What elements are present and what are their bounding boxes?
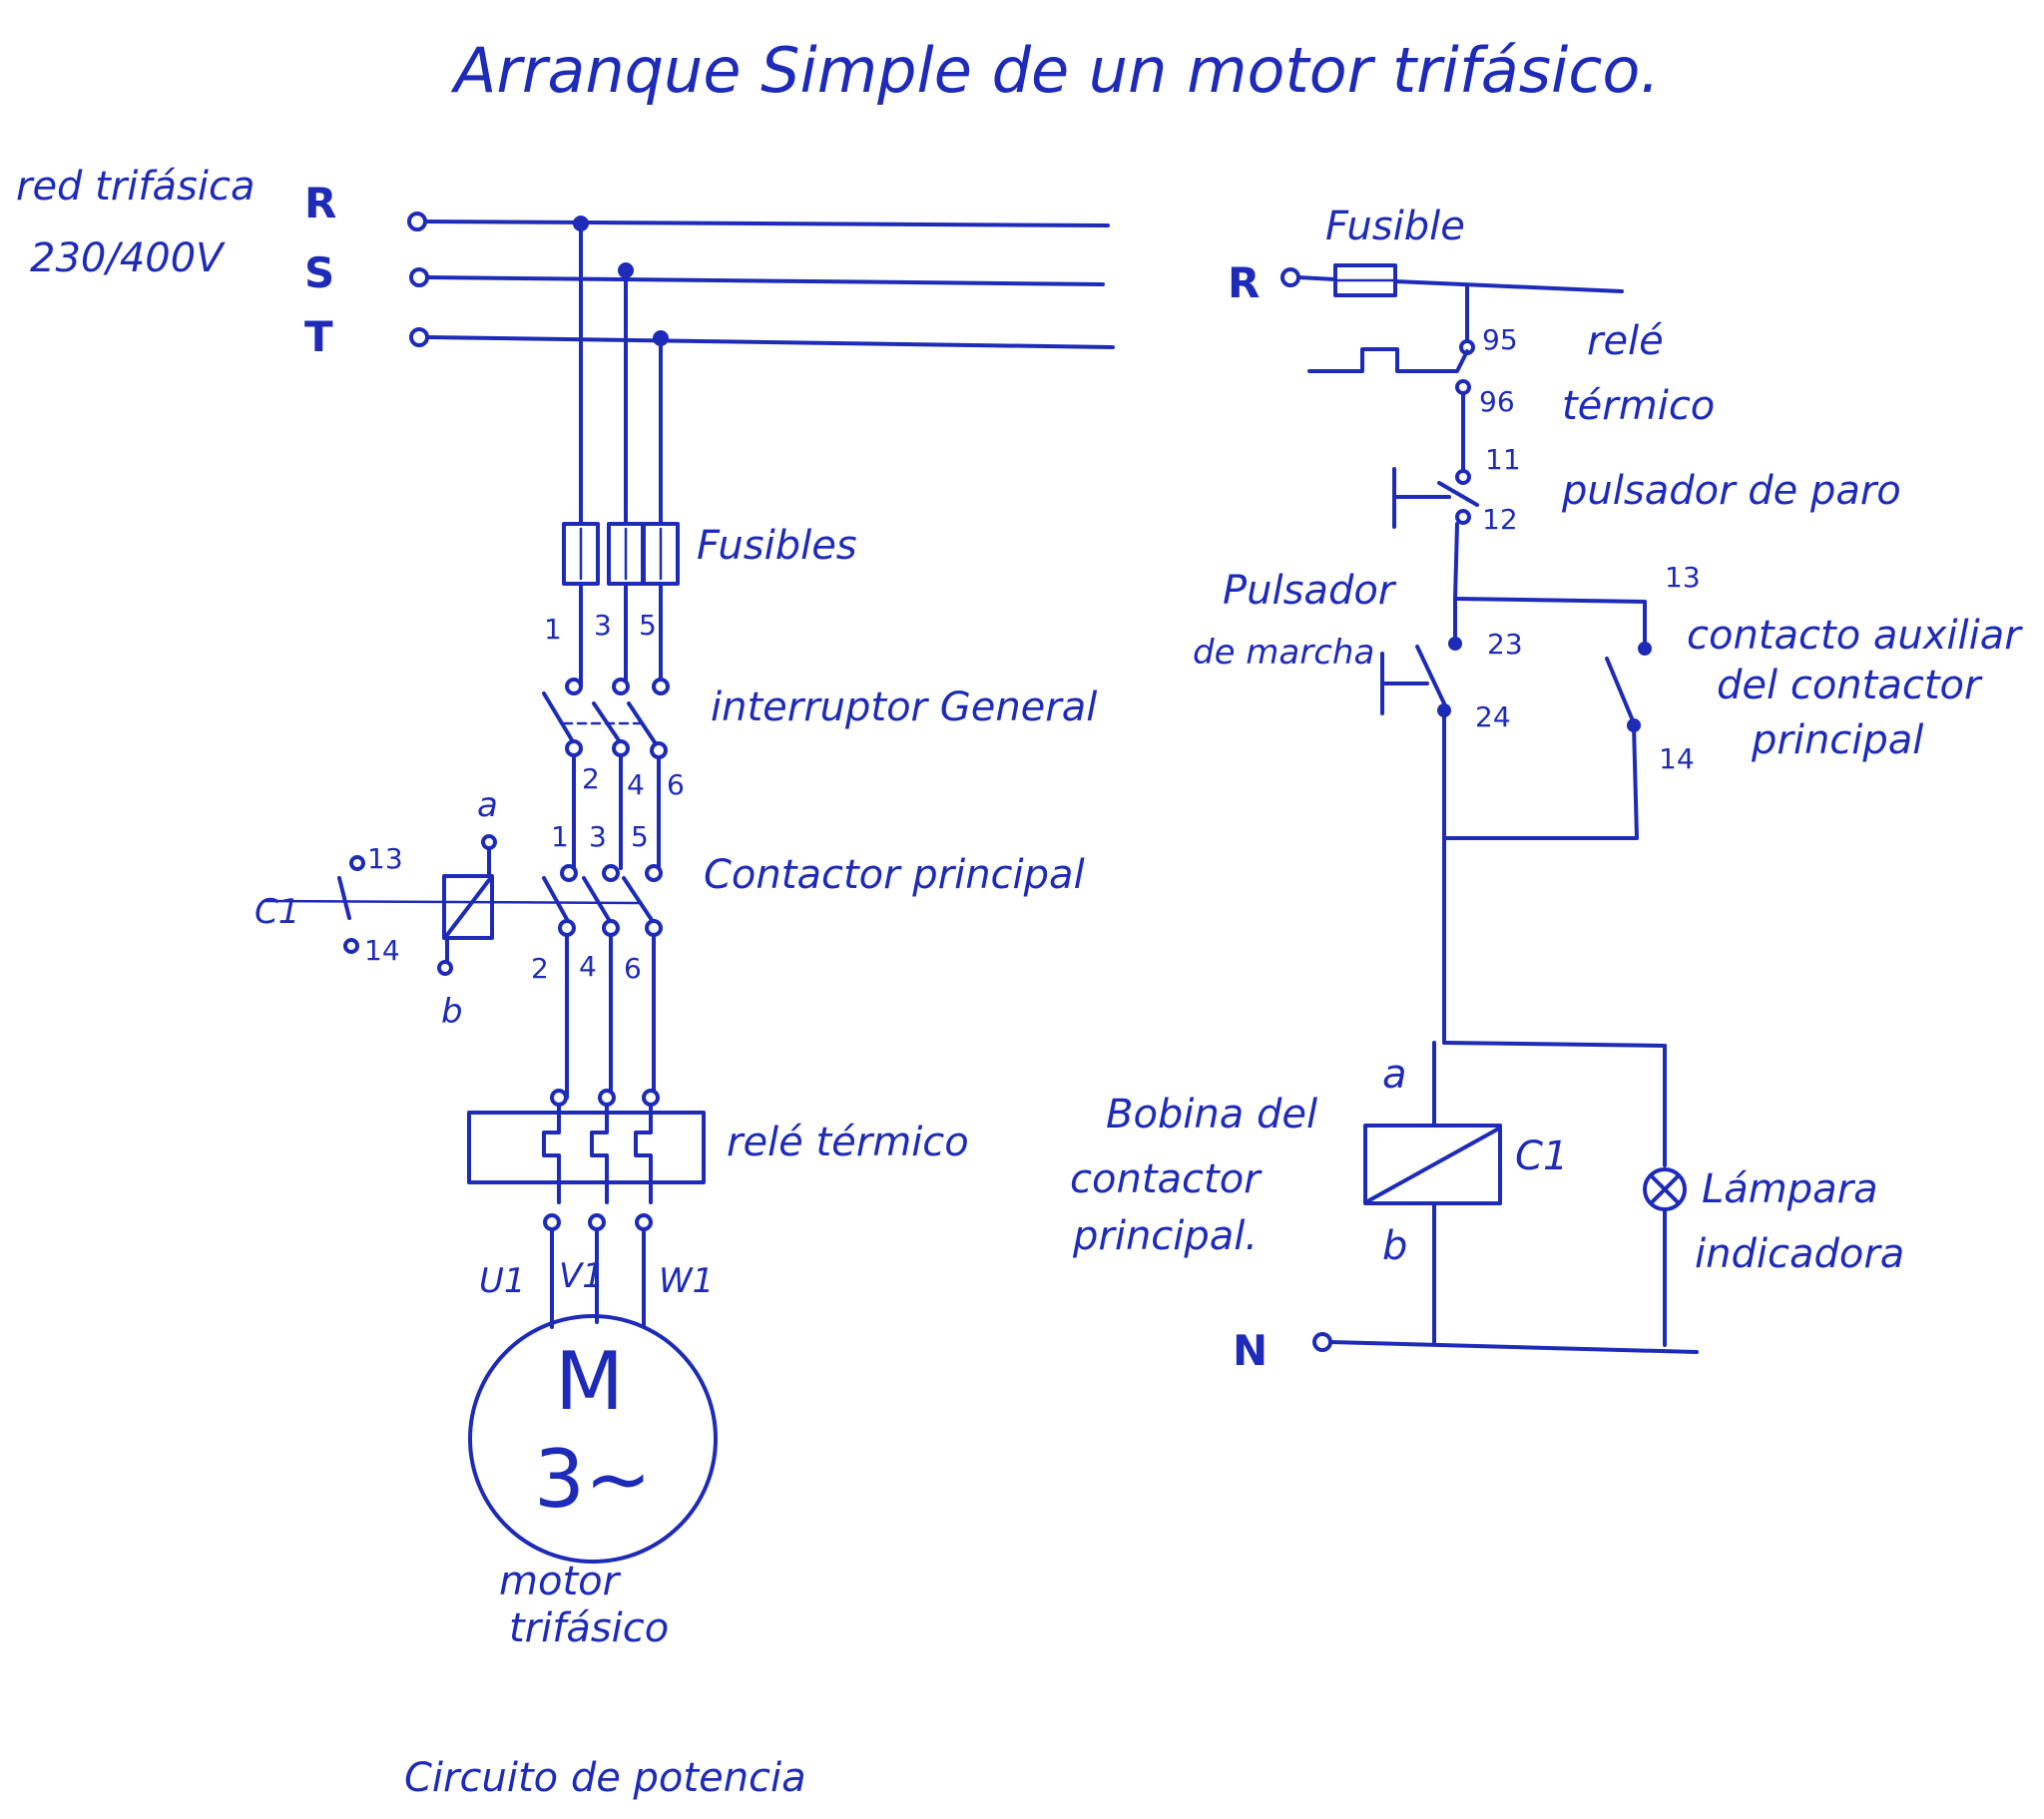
coil-a-label: a: [1382, 1052, 1407, 1098]
main-switch: [542, 678, 670, 759]
motor-label: motor: [499, 1559, 622, 1604]
motor-terminal-w1: W1: [659, 1261, 714, 1301]
contactor-num-6: 6: [624, 952, 642, 985]
start-pushbutton: [1380, 645, 1446, 715]
relay-95-label: 95: [1482, 323, 1518, 356]
control-n-label: N: [1233, 1326, 1268, 1375]
contactor-num-4: 4: [579, 950, 597, 983]
switch-num-6: 6: [667, 768, 685, 801]
fuses-label: Fusibles: [697, 523, 857, 569]
phase-lines: [407, 212, 1115, 349]
start-pushbutton-label: Pulsador: [1223, 568, 1397, 614]
power-fuses: [562, 522, 680, 586]
main-contactor: [262, 834, 663, 976]
start-24-label: 24: [1475, 700, 1511, 733]
control-coil: [1363, 1041, 1502, 1344]
motor-symbol: [468, 1314, 718, 1564]
coil-label: Bobina del: [1106, 1092, 1317, 1137]
motor-3ph-label: 3~: [534, 1433, 652, 1526]
main-switch-label: interruptor General: [711, 684, 1097, 730]
phase-r-terminal: [407, 212, 427, 231]
start-pushbutton-label-2: de marcha: [1193, 633, 1374, 673]
aux-contact: [1605, 657, 1641, 840]
contactor-num-1: 1: [551, 820, 569, 853]
motor-terminal-v1: V1: [559, 1256, 604, 1296]
phase-s-label: S: [304, 248, 334, 297]
stop-11-label: 11: [1485, 443, 1521, 476]
aux-14-label: 14: [1659, 742, 1695, 775]
coil-b-label: b: [441, 992, 463, 1032]
control-circuit: Fusible R 95 96 relé térmico 11 12 pulsa…: [1070, 204, 2023, 1375]
motor-label-2: trifásico: [509, 1605, 669, 1651]
switch-num-2: 2: [582, 762, 600, 795]
coil-a-label: a: [477, 785, 498, 825]
contactor-num-5: 5: [631, 820, 649, 853]
coil-label-2: contactor: [1070, 1156, 1263, 1202]
control-n-terminal: [1312, 1332, 1332, 1352]
control-relay-contact: [1307, 347, 1469, 373]
relay-96-label: 96: [1479, 385, 1515, 418]
fuse-num-1: 1: [544, 613, 562, 646]
power-coil: [442, 874, 494, 940]
neutral-line: [1328, 1340, 1699, 1354]
control-r-label: R: [1228, 258, 1260, 307]
aux-contact-label-3: principal: [1751, 717, 1923, 763]
phase-r-line: [423, 220, 1110, 227]
power-circuit: red trifásica 230/400V R S T: [16, 164, 1115, 1801]
phase-s-line: [425, 275, 1105, 286]
stop-pushbutton: [1392, 467, 1479, 529]
aux-contact-label-2: del contactor: [1717, 663, 1983, 708]
stop-12-label: 12: [1482, 503, 1518, 536]
coil-c1-label: C1: [1515, 1134, 1568, 1179]
contactor-num-3: 3: [589, 820, 607, 853]
indicator-lamp: [1643, 1167, 1687, 1347]
fuse-num-5: 5: [639, 609, 657, 642]
stop-pushbutton-label: pulsador de paro: [1561, 468, 1901, 514]
start-23-label: 23: [1487, 628, 1523, 661]
fuse-num-3: 3: [594, 609, 612, 642]
coil-label-3: principal.: [1072, 1213, 1258, 1259]
aux-c1-label: C1: [255, 892, 299, 932]
phase-t-line: [425, 335, 1115, 349]
network-voltage: 230/400V: [30, 235, 226, 281]
motor-terminal-u1: U1: [479, 1261, 526, 1301]
control-fuse-label: Fusible: [1325, 204, 1465, 249]
switch-num-4: 4: [627, 768, 645, 801]
control-relay-label: relé: [1587, 318, 1664, 364]
aux-contact-label: contacto auxiliar: [1687, 613, 2023, 659]
aux-14-label: 14: [364, 934, 400, 967]
lamp-label: Lámpara: [1702, 1166, 1878, 1212]
aux-13-label: 13: [367, 842, 403, 875]
contactor-label: Contactor principal: [704, 852, 1085, 898]
phase-t-label: T: [304, 312, 333, 361]
phase-t-terminal: [409, 327, 429, 347]
power-thermal-relay: [467, 1089, 706, 1231]
coil-b-label: b: [1382, 1223, 1407, 1269]
power-circuit-label: Circuito de potencia: [404, 1755, 806, 1801]
contactor-num-2: 2: [531, 952, 549, 985]
network-label: red trifásica: [16, 164, 255, 210]
diagram-title: Arranque Simple de un motor trifásico.: [450, 34, 1660, 107]
control-r-terminal: [1280, 267, 1300, 287]
motor-m-label: M: [555, 1335, 624, 1428]
phase-s-terminal: [409, 267, 429, 287]
lamp-label-2: indicadora: [1695, 1231, 1904, 1277]
control-relay-label-2: térmico: [1562, 383, 1715, 429]
thermal-relay-label: relé térmico: [727, 1120, 969, 1165]
aux-13-label: 13: [1665, 561, 1701, 594]
phase-r-label: R: [304, 179, 336, 227]
